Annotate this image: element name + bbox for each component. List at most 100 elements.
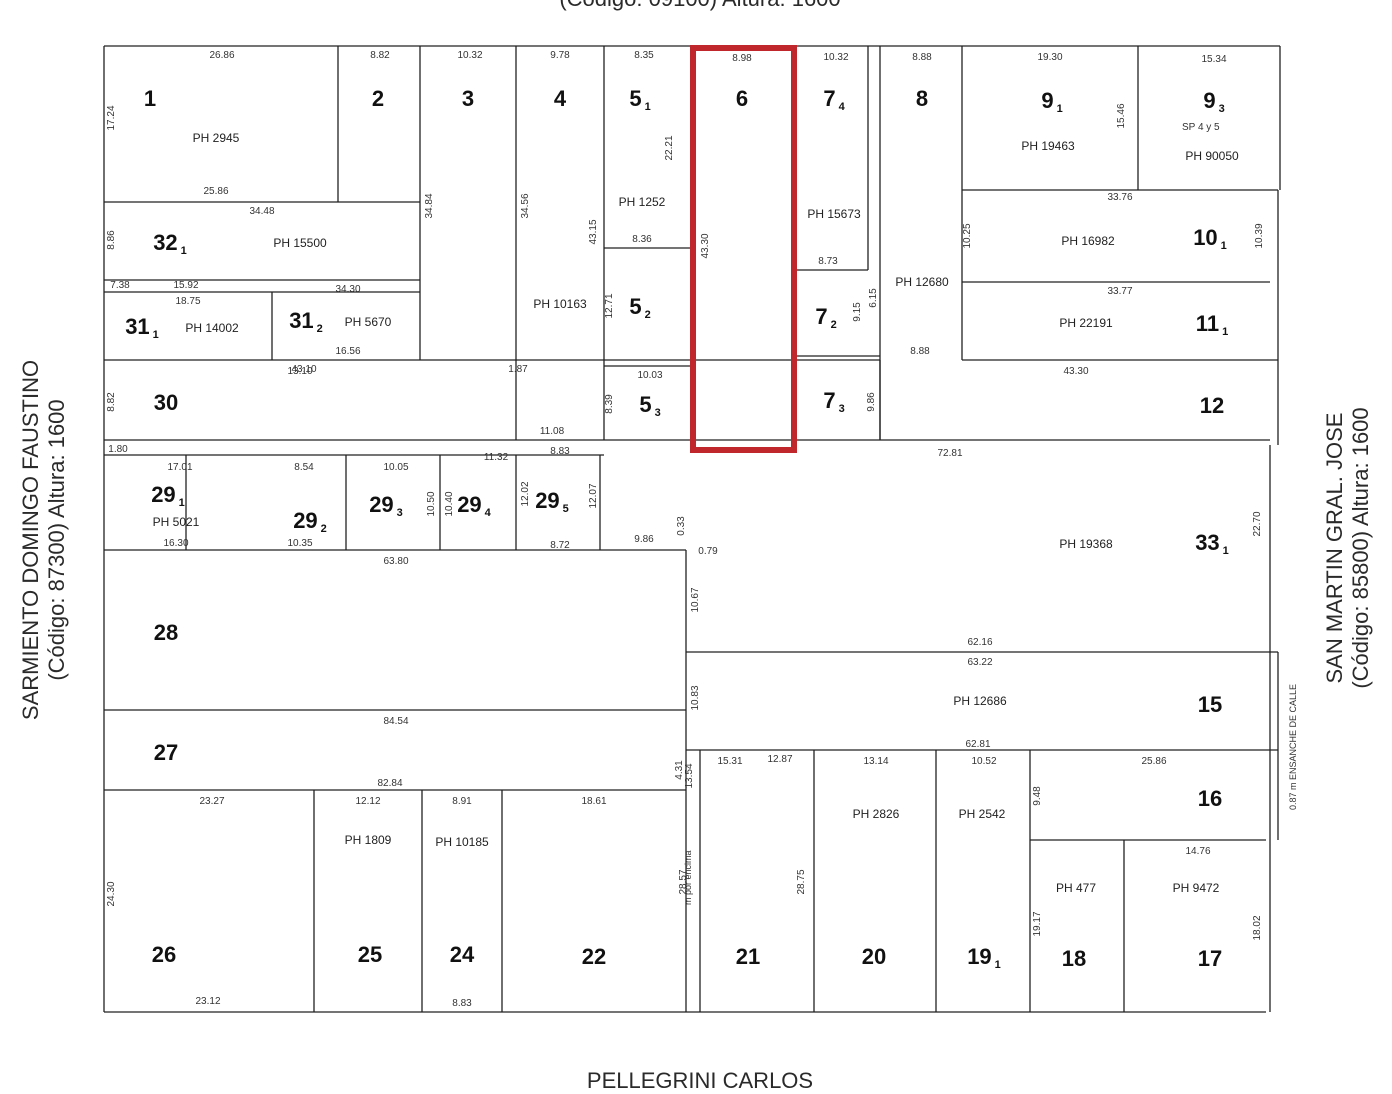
sp-label: SP 4 y 5 bbox=[1182, 122, 1220, 133]
dimension-label: 8.83 bbox=[452, 998, 472, 1009]
dimension-label: 1.80 bbox=[108, 444, 128, 455]
dimension-label: 25.86 bbox=[1141, 756, 1166, 767]
dimension-label: 72.81 bbox=[937, 448, 962, 459]
lot-number-3[interactable]: 3 bbox=[462, 86, 474, 111]
dimension-label: 8.88 bbox=[912, 52, 932, 63]
lot-number-22[interactable]: 22 bbox=[582, 944, 606, 969]
dimension-label: 9.15 bbox=[852, 302, 863, 322]
dimension-label: 10.25 bbox=[962, 223, 973, 248]
dimension-label: 8.36 bbox=[632, 234, 652, 245]
lot-number-27[interactable]: 27 bbox=[154, 740, 178, 765]
lot-number-20[interactable]: 20 bbox=[862, 944, 886, 969]
dimension-label: 33.76 bbox=[1107, 192, 1132, 203]
dimension-label: 22.21 bbox=[664, 135, 675, 160]
lot-number-8[interactable]: 8 bbox=[916, 86, 928, 111]
dimension-label: 43.30 bbox=[1063, 366, 1088, 377]
lot-number-15[interactable]: 15 bbox=[1198, 692, 1222, 717]
dimension-label: 7.38 bbox=[110, 280, 130, 291]
dimension-label: 28.57 bbox=[678, 869, 689, 894]
dimension-label: 10.40 bbox=[444, 491, 455, 516]
dimension-label: 10.05 bbox=[383, 462, 408, 473]
lot-number-25[interactable]: 25 bbox=[358, 942, 382, 967]
por-encima-label: m por encima bbox=[683, 850, 693, 905]
ph-label-10_1: PH 16982 bbox=[1061, 234, 1115, 248]
dimension-label: 22.70 bbox=[1252, 511, 1263, 536]
dimension-label: 8.88 bbox=[910, 346, 930, 357]
lot-number-21[interactable]: 21 bbox=[736, 944, 760, 969]
dimension-label: 10.39 bbox=[1254, 223, 1265, 248]
dimension-label: 11.32 bbox=[484, 452, 509, 463]
ph-label-11_1: PH 22191 bbox=[1059, 316, 1113, 330]
lot-number-28[interactable]: 28 bbox=[154, 620, 178, 645]
lot-number-4[interactable]: 4 bbox=[554, 86, 567, 111]
dimension-label: 8.86 bbox=[106, 230, 117, 250]
ph-label-20: PH 2826 bbox=[853, 807, 900, 821]
dimension-label: 8.82 bbox=[370, 50, 390, 61]
lot-number-24[interactable]: 24 bbox=[450, 942, 475, 967]
dimension-label: 8.39 bbox=[604, 394, 615, 414]
ph-label-19_1: PH 2542 bbox=[959, 807, 1006, 821]
dimension-label: 13.10 bbox=[287, 366, 312, 377]
dimension-label: 34.30 bbox=[335, 284, 360, 295]
dimension-label: 18.61 bbox=[581, 796, 606, 807]
lot-number-16[interactable]: 16 bbox=[1198, 786, 1222, 811]
dimension-label: 62.16 bbox=[967, 637, 992, 648]
dimension-label: 12.12 bbox=[355, 796, 380, 807]
ph-label-7_4: PH 15673 bbox=[807, 207, 861, 221]
dimension-label: 10.32 bbox=[457, 50, 482, 61]
dimension-label: 12.87 bbox=[767, 754, 792, 765]
lot-number-18[interactable]: 18 bbox=[1062, 946, 1086, 971]
dimension-label: 8.83 bbox=[550, 446, 570, 457]
street-left: SARMIENTO DOMINGO FAUSTINO (Código: 8730… bbox=[18, 360, 70, 720]
dimension-label: 11.08 bbox=[540, 426, 565, 437]
lot-number-26[interactable]: 26 bbox=[152, 942, 176, 967]
lot-number-1[interactable]: 1 bbox=[144, 86, 156, 111]
ph-label-25: PH 1809 bbox=[345, 833, 392, 847]
lot-number-30[interactable]: 30 bbox=[154, 390, 178, 415]
lot-number-12[interactable]: 12 bbox=[1200, 393, 1224, 418]
dimension-label: 24.30 bbox=[106, 881, 117, 906]
ph-label-24: PH 10185 bbox=[435, 835, 489, 849]
lot-number-17[interactable]: 17 bbox=[1198, 946, 1222, 971]
dimension-label: 9.48 bbox=[1032, 786, 1043, 806]
dimension-label: 18.75 bbox=[175, 296, 200, 307]
ph-label-4: PH 10163 bbox=[533, 297, 587, 311]
highlighted-lot-6[interactable] bbox=[690, 45, 797, 453]
dimension-label: 17.24 bbox=[106, 105, 117, 130]
ph-label-29_1: PH 5021 bbox=[153, 515, 200, 529]
dimension-label: 82.84 bbox=[377, 778, 402, 789]
dimension-label: 13.14 bbox=[863, 756, 888, 767]
dimension-label: 33.77 bbox=[1107, 286, 1132, 297]
ph-label-17: PH 9472 bbox=[1173, 881, 1220, 895]
ph-label-1: PH 2945 bbox=[193, 131, 240, 145]
dimension-label: 10.52 bbox=[971, 756, 996, 767]
dimension-label: 16.30 bbox=[163, 538, 188, 549]
lot-number-6[interactable]: 6 bbox=[736, 86, 748, 111]
dimension-label: 12.02 bbox=[520, 481, 531, 506]
dimension-label: 14.76 bbox=[1185, 846, 1210, 857]
lot-number-2[interactable]: 2 bbox=[372, 86, 384, 111]
